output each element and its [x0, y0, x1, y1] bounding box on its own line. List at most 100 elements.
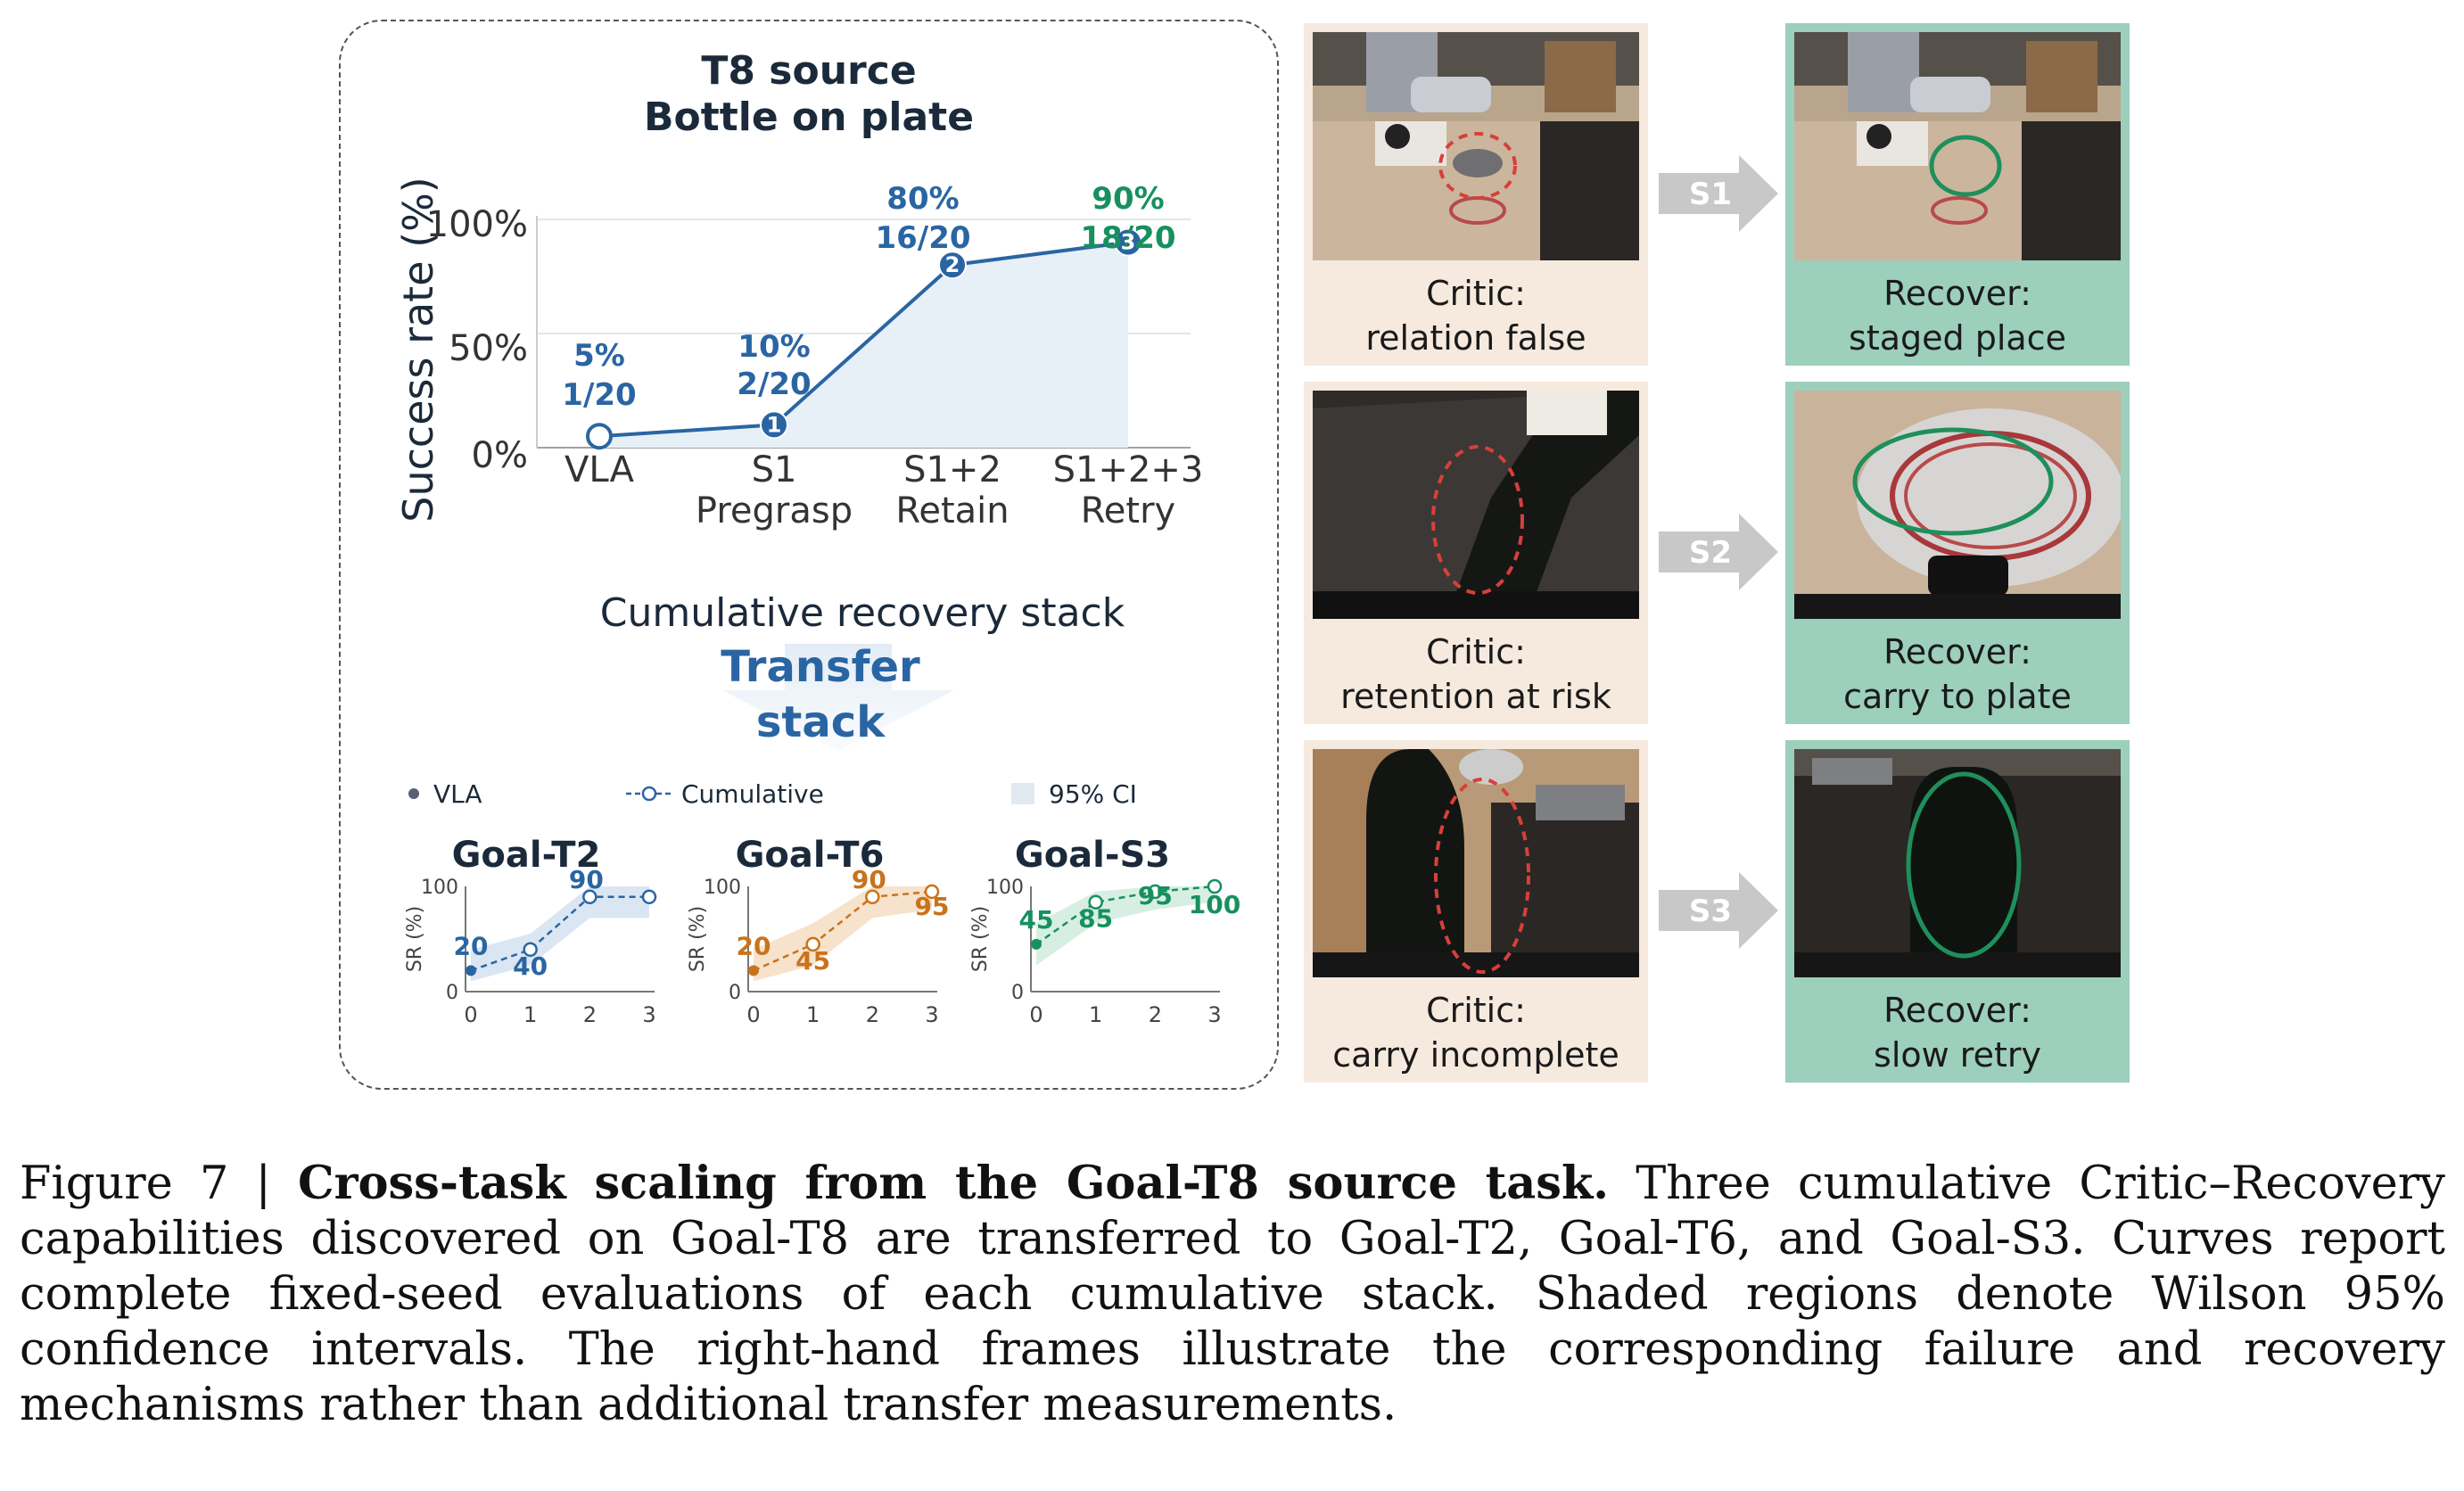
small-chart-1-xtick-0: 0	[464, 1002, 477, 1027]
main-point-3	[1114, 227, 1142, 257]
small-chart-3-xtick-1: 1	[1089, 1002, 1102, 1027]
small-chart-3-point-0	[1031, 938, 1042, 950]
small-chart-1-label-1: 40	[513, 951, 548, 981]
recover-image-3	[1794, 749, 2121, 977]
point-label-frac-1: 2/20	[737, 367, 811, 402]
critic-frame-2: Critic: retention at risk	[1304, 382, 1648, 724]
main-point-1	[760, 410, 788, 440]
small-chart-3-ytick-100: 100	[986, 877, 1024, 899]
step-arrow-s1: S1	[1659, 155, 1778, 232]
small-chart-3-title: Goal-S3	[1015, 835, 1170, 876]
point-label-pct-3: 90%	[1092, 181, 1164, 217]
critic-detail-3: carry incomplete	[1332, 1035, 1619, 1075]
recover-detail-3: slow retry	[1874, 1035, 2041, 1075]
small-chart-3-point-3	[1207, 878, 1223, 894]
small-chart-3-ylabel: SR (%)	[969, 906, 992, 972]
small-chart-3-xtick-2: 2	[1149, 1002, 1162, 1027]
small-chart-2-ci-band	[754, 886, 932, 982]
x-tick-line1-3: S1+2+3	[1053, 449, 1204, 490]
main-series-line	[598, 240, 1129, 439]
recover-title-3: Recover:	[1883, 991, 2031, 1030]
critic-frame-3: Critic: carry incomplete	[1304, 740, 1648, 1083]
small-chart-2-title: Goal-T6	[736, 835, 885, 876]
small-chart-1-point-0	[466, 965, 476, 976]
transfer-label-2: stack	[756, 697, 886, 747]
point-label-pct-1: 10%	[738, 329, 810, 365]
recover-frame-1: Recover: staged place	[1785, 23, 2130, 366]
small-chart-2-ytick-100: 100	[704, 877, 741, 899]
small-chart-1-line	[470, 895, 649, 972]
recover-frame-3: Recover: slow retry	[1785, 740, 2130, 1083]
small-chart-2-label-2: 90	[852, 865, 886, 894]
small-chart-3-label-2: 95	[1138, 881, 1173, 910]
figure-title: Cross-task scaling from the Goal-T8 sour…	[297, 1157, 1610, 1210]
small-chart-2-point-2	[865, 889, 880, 905]
transfer-label-1: Transfer	[721, 642, 920, 692]
recover-image-2	[1794, 391, 2121, 619]
figure-body: Three cumulative Critic–Recovery capabil…	[20, 1157, 2445, 1431]
main-point-0	[586, 423, 613, 450]
small-chart-2-point-3	[924, 884, 940, 900]
small-chart-1-title: Goal-T2	[452, 835, 601, 876]
small-chart-1-point-2	[582, 889, 597, 905]
small-chart-3-label-0: 45	[1019, 905, 1054, 935]
point-label-pct-0: 5%	[573, 338, 625, 374]
figure-label: Figure 7 |	[20, 1157, 271, 1210]
y-tick-100: 100%	[426, 204, 528, 245]
small-chart-1-label-0: 20	[454, 931, 489, 960]
point-marker-2: 2	[945, 252, 960, 277]
legend-ci-swatch	[1011, 783, 1034, 804]
recover-title-1: Recover:	[1883, 274, 2031, 313]
legend-cumulative-label: Cumulative	[681, 779, 824, 809]
legend-vla-label: VLA	[433, 779, 482, 809]
step-arrow-s2: S2	[1659, 514, 1778, 590]
critic-detail-1: relation false	[1365, 318, 1586, 358]
x-tick-line2-1: Pregrasp	[696, 490, 853, 531]
y-tick-0: 0%	[472, 435, 528, 476]
small-chart-2-ylabel: SR (%)	[687, 906, 709, 972]
step-arrow-s2-label: S2	[1689, 535, 1732, 571]
figure-caption: Figure 7 | Cross-task scaling from the G…	[20, 1156, 2445, 1433]
small-chart-1-point-3	[641, 889, 657, 905]
stack-header: Cumulative recovery stack	[600, 590, 1125, 636]
critic-title-2: Critic:	[1426, 632, 1526, 671]
legend-vla-marker	[408, 788, 419, 799]
x-tick-line1-0: VLA	[564, 449, 635, 490]
critic-image-3	[1313, 749, 1639, 977]
small-chart-3-point-1	[1088, 894, 1103, 910]
small-chart-2-xtick-0: 0	[746, 1002, 760, 1027]
critic-title-1: Critic:	[1426, 274, 1526, 313]
small-chart-1-point-1	[523, 942, 538, 958]
step-arrow-s3-label: S3	[1689, 894, 1732, 929]
small-chart-3-xtick-3: 3	[1207, 1002, 1221, 1027]
small-chart-2-xtick-2: 2	[866, 1002, 879, 1027]
small-chart-3-point-2	[1148, 884, 1163, 900]
chart-title-line2: Bottle on plate	[644, 95, 974, 140]
small-chart-1-ytick-100: 100	[421, 877, 458, 899]
small-chart-3-label-1: 85	[1078, 904, 1113, 934]
main-point-2	[938, 251, 967, 280]
legend-cumulative-marker	[641, 786, 657, 802]
point-marker-3: 3	[1121, 230, 1136, 255]
critic-frame-1: Critic: relation false	[1304, 23, 1648, 366]
main-chart: T8 source Bottle on plate Success rate (…	[394, 48, 1240, 1027]
point-label-frac-3: 18/20	[1080, 220, 1175, 256]
small-chart-3-ytick-0: 0	[1011, 982, 1024, 1004]
critic-title-3: Critic:	[1426, 991, 1526, 1030]
transfer-arrow-shape	[722, 644, 954, 751]
small-chart-1-xtick-2: 2	[583, 1002, 597, 1027]
small-chart-3-line	[1035, 885, 1216, 945]
point-marker-1: 1	[767, 412, 782, 437]
recover-image-1	[1794, 32, 2121, 260]
small-chart-2-label-1: 45	[795, 946, 830, 976]
small-chart-1-label-2: 90	[569, 865, 604, 894]
critic-image-2	[1313, 391, 1639, 619]
y-axis-label: Success rate (%)	[394, 177, 442, 522]
small-chart-2-label-3: 95	[915, 892, 950, 921]
x-tick-line1-2: S1+2	[903, 449, 1001, 490]
critic-detail-2: retention at risk	[1340, 677, 1611, 716]
recover-detail-1: staged place	[1849, 318, 2066, 358]
small-chart-1-xtick-1: 1	[523, 1002, 537, 1027]
small-chart-2-ytick-0: 0	[729, 982, 741, 1004]
x-tick-line1-1: S1	[752, 449, 797, 490]
